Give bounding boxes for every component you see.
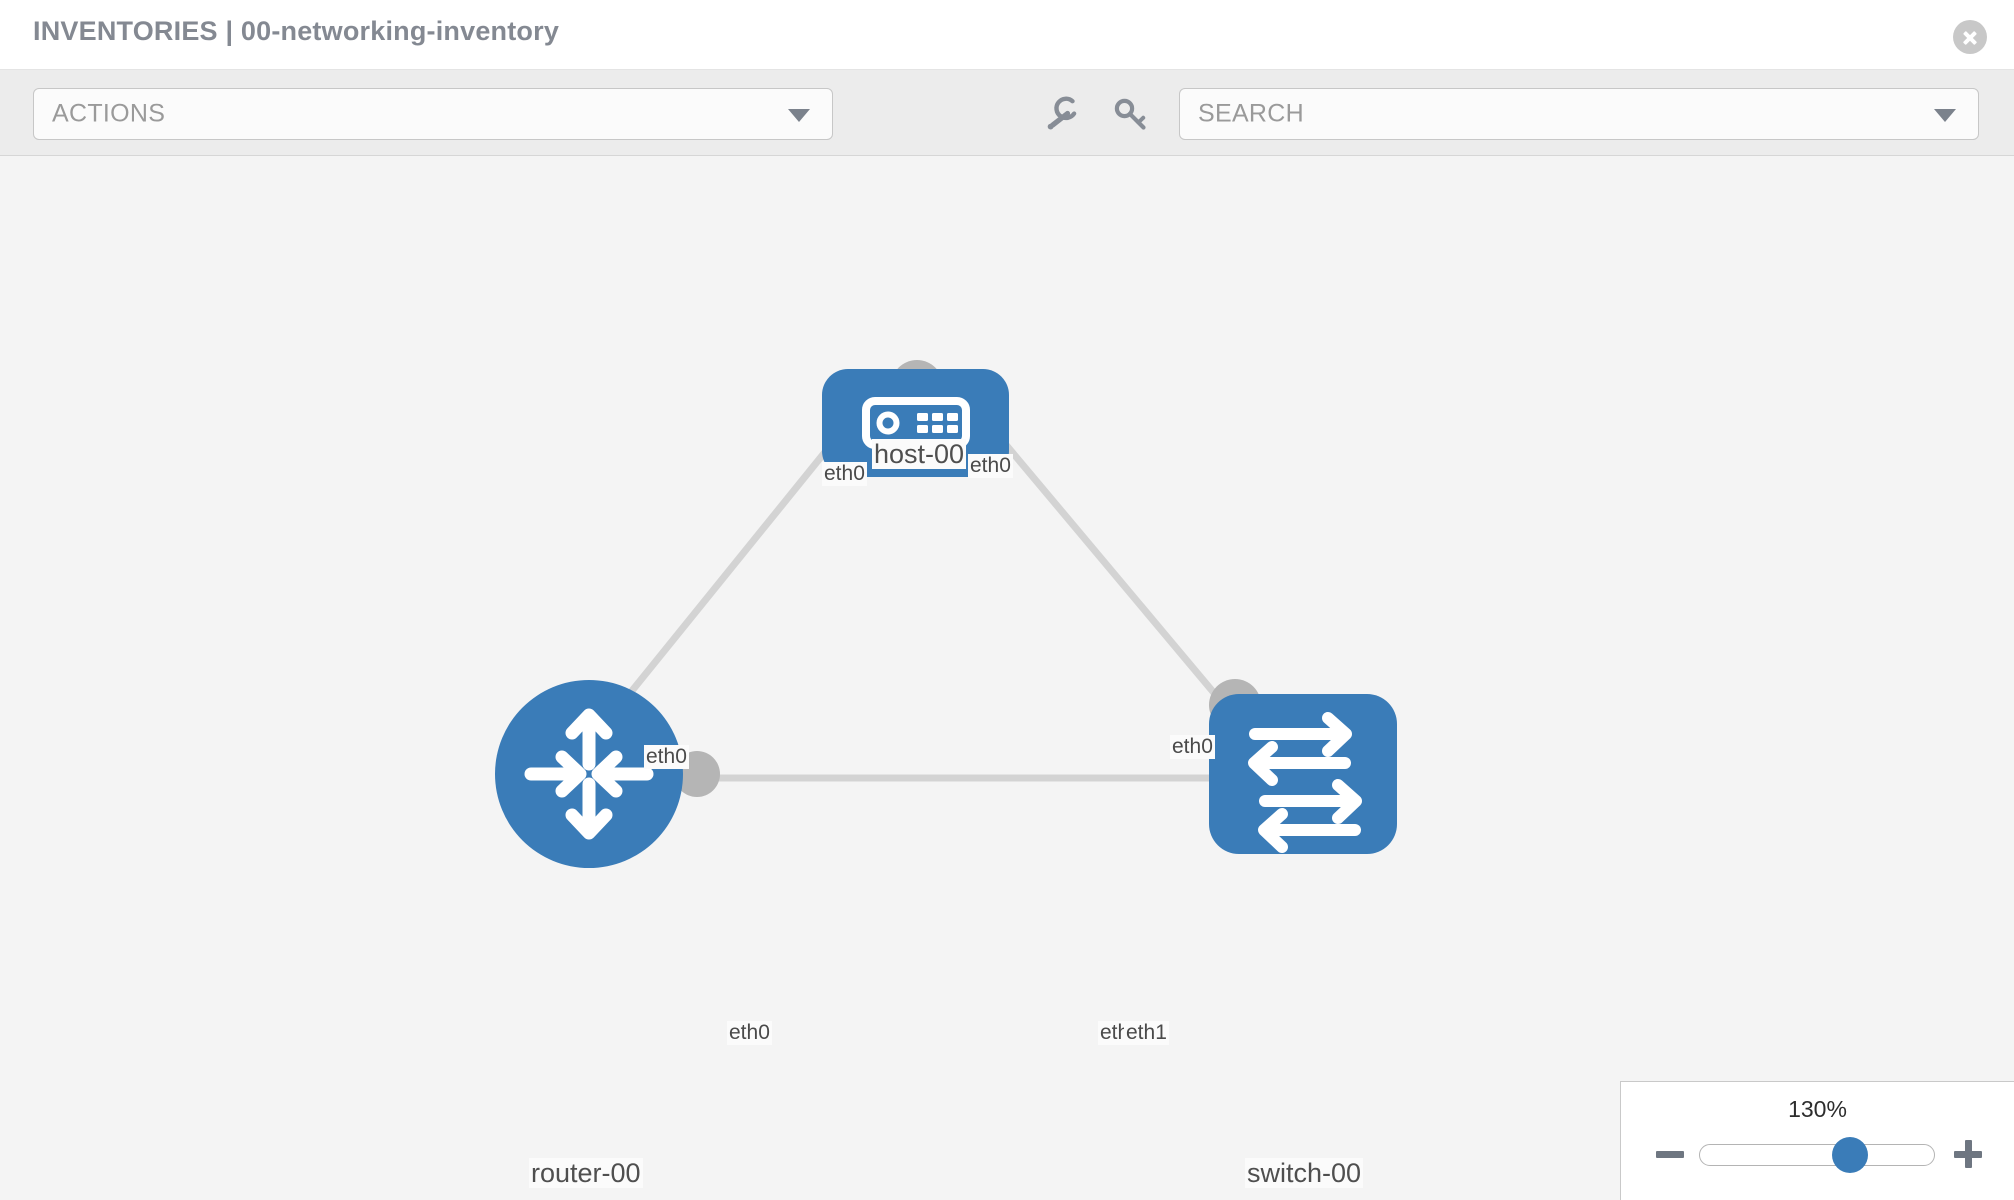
node-switch-00 [1209, 694, 1397, 854]
zoom-level-value: 130% [1788, 1096, 1847, 1122]
node-router-00 [495, 680, 683, 868]
port-label-switch-upper: eth0 [1170, 735, 1215, 760]
chevron-down-icon [1934, 109, 1956, 122]
node-label-switch: switch-00 [1245, 1158, 1364, 1189]
actions-dropdown[interactable]: ACTIONS [33, 88, 833, 140]
port-label-switch-left-front: eth1 [1124, 1021, 1169, 1046]
switch-arrows-icon [1248, 712, 1362, 853]
zoom-slider-thumb[interactable] [1832, 1137, 1868, 1173]
zoom-control-panel: 130% [1620, 1081, 2014, 1200]
port-label-host-right: eth0 [968, 454, 1013, 479]
topology-canvas[interactable]: host-00 router-00 switch-00 eth0 eth0 et… [0, 156, 2014, 1200]
search-placeholder: SEARCH [1198, 99, 1304, 128]
port-label-host-left: eth0 [822, 462, 867, 487]
key-icon[interactable] [1110, 94, 1150, 134]
topology-graph [495, 360, 1397, 868]
node-label-host: host-00 [872, 439, 967, 470]
page-title: INVENTORIES | 00-networking-inventory [33, 16, 560, 46]
plus-icon[interactable] [1951, 1137, 1985, 1171]
node-label-router: router-00 [529, 1158, 643, 1189]
close-icon[interactable] [1953, 20, 1987, 54]
router-arrows-icon [524, 708, 654, 840]
actions-dropdown-label: ACTIONS [52, 99, 166, 128]
zoom-slider[interactable] [1699, 1144, 1935, 1166]
toolbar: ACTIONS SEARCH [0, 70, 2014, 156]
minus-icon[interactable] [1653, 1137, 1687, 1171]
port-label-router-upper: eth0 [644, 745, 689, 770]
search-input[interactable]: SEARCH [1179, 88, 1979, 140]
page-header: INVENTORIES | 00-networking-inventory [0, 0, 2014, 70]
chevron-down-icon [788, 109, 810, 122]
port-label-router-right: eth0 [727, 1021, 772, 1046]
wrench-icon[interactable] [1041, 94, 1081, 134]
